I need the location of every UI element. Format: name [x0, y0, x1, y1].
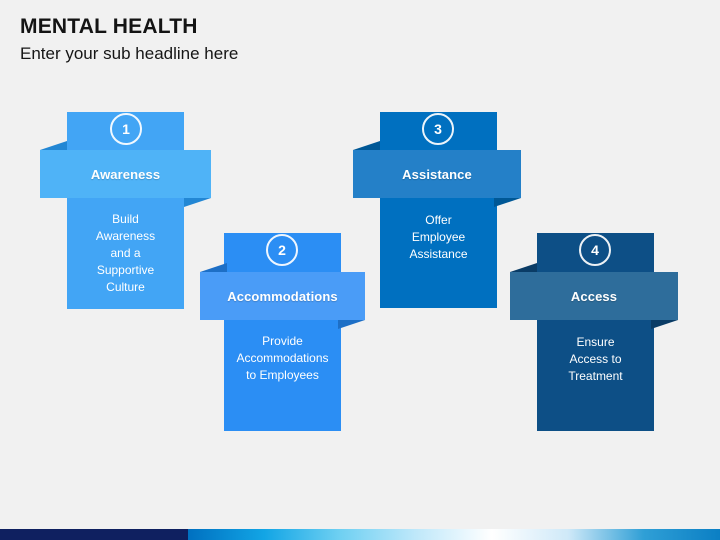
card-3-ribbon[interactable]: Assistance — [353, 141, 521, 207]
card-1-body-line-5: Culture — [106, 280, 145, 294]
card-3-body-text: Offer Employee Assistance — [380, 212, 497, 263]
card-4-body-line-1: Ensure — [576, 335, 615, 349]
card-3-body-line-2: Employee — [411, 230, 466, 244]
card-2-fold-bottom-right-icon — [338, 320, 365, 329]
header: MENTAL HEALTH Enter your sub headline he… — [20, 14, 620, 66]
page-title: MENTAL HEALTH — [20, 15, 198, 38]
card-2-ribbon[interactable]: Accommodations — [200, 263, 365, 329]
card-4-title: Access — [570, 288, 618, 304]
card-3-body-line-3: Assistance — [409, 247, 468, 261]
card-3-fold-bottom-right-icon — [494, 198, 521, 207]
card-2-column — [224, 233, 341, 431]
card-2-body-line-1: Provide — [262, 334, 303, 348]
card-4-ribbon[interactable]: Access — [510, 263, 678, 329]
card-1-title: Awareness — [90, 166, 161, 182]
card-1-body-line-1: Build — [112, 212, 139, 226]
card-2-fold-top-left-icon — [200, 263, 227, 272]
bottom-accent-bar — [0, 529, 720, 540]
card-1-number-badge: 1 — [110, 113, 142, 145]
card-2-body-text: Provide Accommodations to Employees — [207, 333, 358, 384]
card-1-ribbon[interactable]: Awareness — [40, 141, 211, 207]
card-4-body-line-2: Access to — [569, 352, 622, 366]
card-2-number-label: 2 — [278, 242, 286, 258]
card-4-number-label: 4 — [591, 242, 599, 258]
card-4-number-badge: 4 — [579, 234, 611, 266]
card-4-body-line-3: Treatment — [568, 369, 623, 383]
card-1-body-line-3: and a — [110, 246, 141, 260]
card-1-fold-top-left-icon — [40, 141, 67, 150]
card-2-body-line-2: Accommodations — [236, 351, 329, 365]
card-3-body-line-1: Offer — [425, 213, 452, 227]
card-1-body-line-4: Supportive — [96, 263, 155, 277]
card-3-number-label: 3 — [434, 121, 442, 137]
card-1-fold-bottom-right-icon — [184, 198, 211, 207]
card-3-title: Assistance — [402, 166, 472, 182]
card-4-fold-top-left-icon — [510, 263, 537, 272]
card-2-title: Accommodations — [227, 288, 338, 304]
card-1-body-line-2: Awareness — [95, 229, 156, 243]
card-2-number-badge: 2 — [266, 234, 298, 266]
card-4-column — [537, 233, 654, 431]
card-2-body-line-3: to Employees — [246, 368, 319, 382]
card-3-fold-top-left-icon — [353, 141, 380, 150]
card-1-number-label: 1 — [122, 121, 130, 137]
card-1-body-text: Build Awareness and a Supportive Culture — [67, 211, 184, 296]
card-3-number-badge: 3 — [422, 113, 454, 145]
card-4-body-text: Ensure Access to Treatment — [537, 334, 654, 385]
page-subtitle: Enter your sub headline here — [20, 44, 239, 63]
card-4-fold-bottom-right-icon — [651, 320, 678, 329]
bottom-bar-gradient-segment — [188, 529, 720, 540]
bottom-bar-navy-segment — [0, 529, 188, 540]
